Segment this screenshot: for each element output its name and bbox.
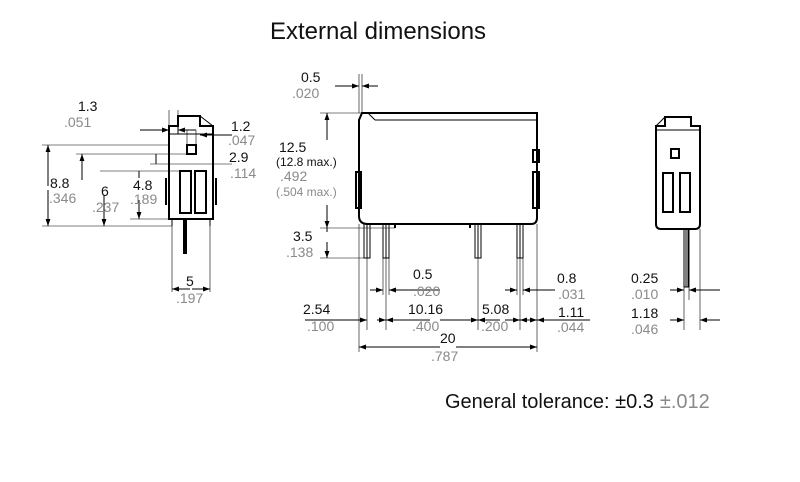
dim-4-8-in: .189 xyxy=(130,191,157,207)
dim-5-in: .197 xyxy=(176,290,203,306)
end-view-square xyxy=(670,148,680,159)
side-view-square xyxy=(186,144,197,155)
dim-2-54-mm: 2.54 xyxy=(303,301,330,317)
dim-3-5-in: .138 xyxy=(286,244,313,260)
front-view-pins xyxy=(363,223,524,259)
dim-0-5-pin-mm: 0.5 xyxy=(413,266,433,282)
dim-0-5-pin-in: .020 xyxy=(413,283,440,299)
dim-1-18-in: .046 xyxy=(631,321,658,337)
dim-3-5-mm: 3.5 xyxy=(293,228,313,244)
dim-1-3-in: .051 xyxy=(64,114,91,130)
dim-1-11-mm: 1.11 xyxy=(558,304,584,320)
dim-2-54-in: .100 xyxy=(307,318,334,334)
side-view-pin xyxy=(183,219,187,254)
dim-0-8-mm: 0.8 xyxy=(557,270,577,286)
dim-0-5-top-in: .020 xyxy=(292,85,319,101)
general-tolerance-mm: General tolerance: ±0.3 xyxy=(445,391,654,413)
dim-0-25-mm: 0.25 xyxy=(631,270,658,286)
end-view-body xyxy=(655,116,701,230)
dim-1-3-mm: 1.3 xyxy=(78,98,98,114)
dim-0-5-top-mm: 0.5 xyxy=(301,69,321,85)
dim-10-16-mm: 10.16 xyxy=(408,301,443,317)
dim-12-5-in: .492 xyxy=(280,168,307,184)
side-view: 1.3 .051 1.2 .047 2.9 .114 8.8 .346 6 .2… xyxy=(42,98,256,306)
dim-1-18-mm: 1.18 xyxy=(631,305,658,321)
end-view: 0.25 .010 1.18 .046 xyxy=(631,116,720,337)
dim-2-9-in: .114 xyxy=(230,165,256,181)
dim-5-08-mm: 5.08 xyxy=(482,301,509,317)
dim-5-08-in: .200 xyxy=(481,318,508,334)
end-view-slot-left xyxy=(662,172,674,213)
dim-8-8-in: .346 xyxy=(49,190,76,206)
dim-20-in: .787 xyxy=(431,348,458,364)
dim-6-mm: 6 xyxy=(101,183,109,199)
side-view-slot-left xyxy=(179,170,192,214)
dim-20-mm: 20 xyxy=(440,330,456,346)
dim-0-25-in: .010 xyxy=(631,286,658,302)
dim-10-16-in: .400 xyxy=(412,318,439,334)
front-view: 0.5 .020 12.5 (12.8 max.) .492 (.504 max… xyxy=(276,69,590,364)
dim-0-8-in: .031 xyxy=(558,286,585,302)
dim-4-8-mm: 4.8 xyxy=(133,177,153,193)
dim-1-2-in: .047 xyxy=(228,132,255,148)
dim-1-11-in: .044 xyxy=(557,319,584,335)
dim-2-9-mm: 2.9 xyxy=(229,149,249,165)
dim-5-mm: 5 xyxy=(186,273,194,289)
end-view-slot-right xyxy=(679,172,691,213)
dim-8-8-mm: 8.8 xyxy=(50,175,70,191)
dim-12-5-max-note-in: (.504 max.) xyxy=(276,185,337,199)
general-tolerance: General tolerance: ±0.3 ±.012 xyxy=(445,391,710,413)
dim-1-2-mm: 1.2 xyxy=(231,118,251,134)
dim-6-in: .237 xyxy=(92,199,119,215)
drawing-title: External dimensions xyxy=(270,18,486,45)
general-tolerance-in: ±.012 xyxy=(660,391,710,413)
dim-12-5-mm: 12.5 xyxy=(279,139,306,155)
side-view-slot-right xyxy=(194,170,207,214)
dim-12-5-max-note: (12.8 max.) xyxy=(276,155,337,169)
front-view-body xyxy=(358,112,538,225)
